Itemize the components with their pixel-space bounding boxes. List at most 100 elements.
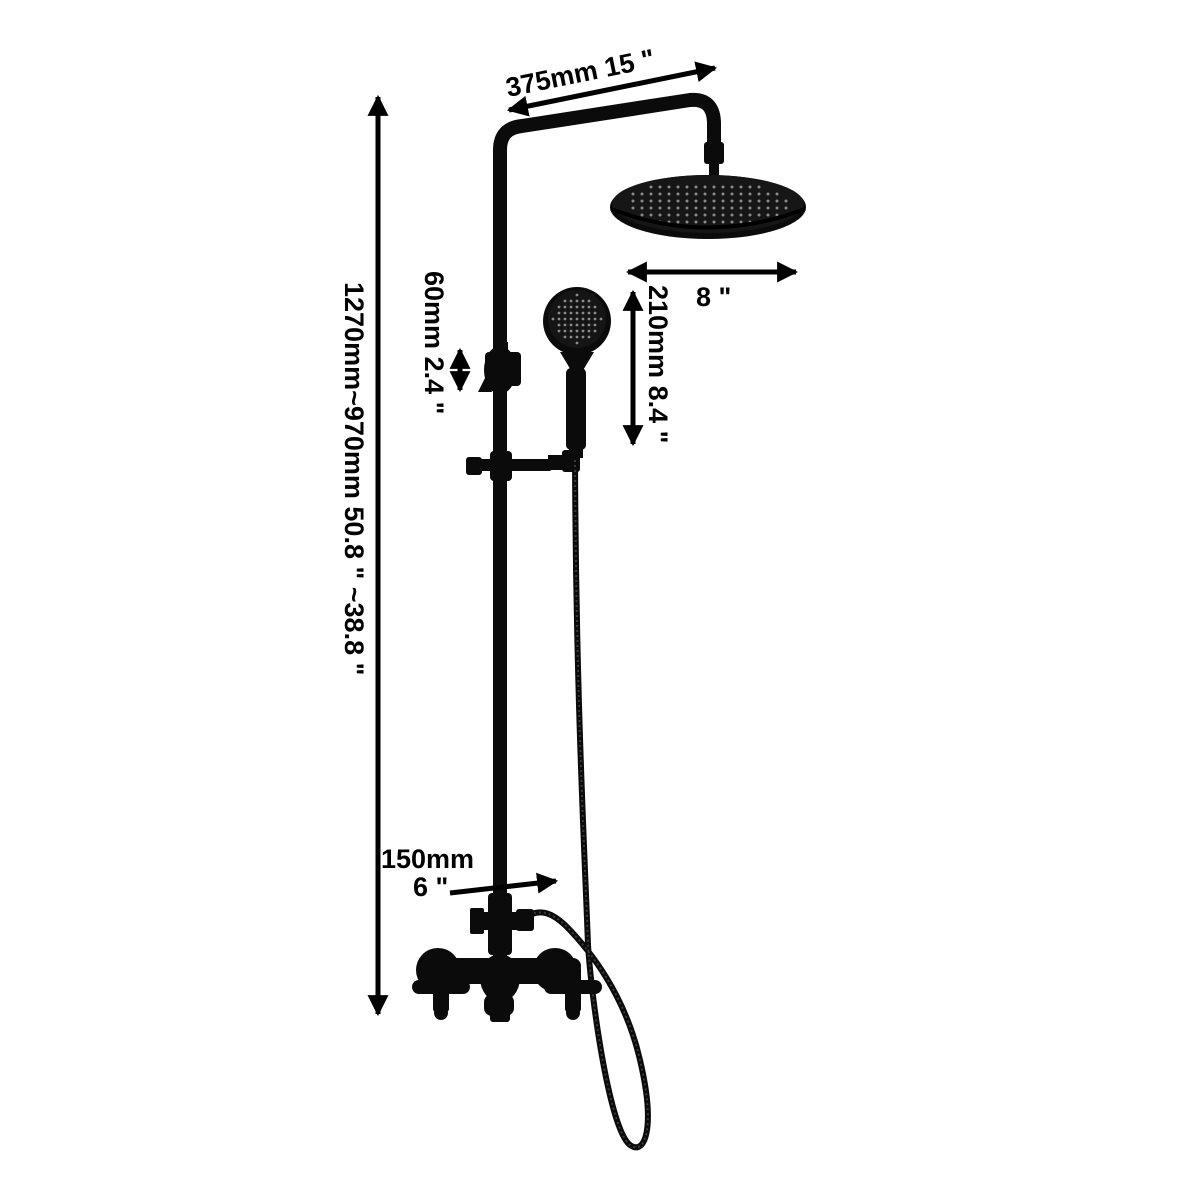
rain-head-nozzle [766,213,770,217]
rain-head-nozzle [658,206,662,210]
rain-head-nozzle [685,185,689,189]
hand-shower-length-label: 210mm 8.4 " [643,285,673,443]
hand-shower-nozzle [593,311,597,315]
right-cross-handle [544,958,602,1020]
rain-head-nozzle [757,206,761,210]
rain-head-nozzle [631,206,635,210]
rain-head-nozzle [739,199,743,203]
rain-head-nozzle [685,213,689,217]
hand-shower [543,287,611,458]
rain-head-nozzle [721,185,725,189]
rain-head-nozzle [658,213,662,217]
rain-head-nozzle [739,192,743,196]
rain-head-nozzle [667,185,671,189]
rain-head-nozzle [676,213,680,217]
hand-shower-nozzle [569,329,573,333]
hand-shower-nozzle [599,317,603,321]
hand-shower-nozzle [569,323,573,327]
rain-head-nozzle [739,206,743,210]
hand-shower-nozzle [575,299,579,303]
rain-head-nozzle [721,199,725,203]
rain-head-nozzle [739,213,743,217]
hand-shower-nozzle [593,323,597,327]
rain-head-nozzle [748,185,752,189]
rain-head-nozzle [730,206,734,210]
rain-head-nozzle [757,199,761,203]
rain-head-nozzle [649,199,653,203]
hand-shower-nozzle [557,329,561,333]
hand-shower-nozzle [563,305,567,309]
rain-shower-head [610,175,806,239]
rain-head-nozzle [712,220,716,224]
rain-head-nozzle [703,192,707,196]
rain-head-nozzle [676,206,680,210]
rain-head-nozzle [748,199,752,203]
hand-shower-nozzle [581,335,585,339]
hand-shower-nozzle [587,299,591,303]
rain-head-nozzle [694,220,698,224]
rain-head-nozzle [730,220,734,224]
hand-shower-nozzle [563,329,567,333]
hand-shower-nozzle [593,329,597,333]
hand-shower-nozzle [557,305,561,309]
rain-head-nozzle [766,192,770,196]
rain-head-nozzle [766,199,770,203]
rain-head-nozzle [712,206,716,210]
rain-head-nozzle [775,206,779,210]
rain-head-nozzle [676,185,680,189]
rain-head-nozzle [703,199,707,203]
hand-shower-nozzle [575,311,579,315]
rain-head-nozzle [658,192,662,196]
hand-shower-nozzle [593,317,597,321]
rain-head-nozzle [784,199,788,203]
rain-head-nozzle [640,213,644,217]
rain-head-nozzle [712,185,716,189]
rain-head-nozzle [748,192,752,196]
rain-head-nozzle [667,192,671,196]
arm-width-arrow [506,61,718,117]
hand-shower-nozzle [569,311,573,315]
rain-head-nozzle [631,199,635,203]
rain-head-nozzle [721,206,725,210]
rain-head-nozzle [739,220,743,224]
rain-head-nozzle [712,199,716,203]
wall-bracket [478,342,521,394]
rain-head-nozzle [694,185,698,189]
hand-shower-nozzle [557,317,561,321]
rain-head-nozzle [685,206,689,210]
diverter-valve [470,893,534,966]
head-diameter-label: 8 " [696,282,731,312]
hand-shower-nozzle [575,323,579,327]
hand-shower-holder [466,450,580,481]
rain-head-nozzle [757,185,761,189]
rain-head-nozzle [766,206,770,210]
rain-head-nozzle [667,206,671,210]
hand-shower-nozzle [575,341,579,345]
rain-head-nozzle [703,220,707,224]
rain-head-nozzle [775,192,779,196]
hand-shower-nozzle [587,329,591,333]
rain-head-nozzle [721,192,725,196]
rain-head-nozzle [748,206,752,210]
rain-head-nozzle [748,213,752,217]
rain-head-nozzle [721,220,725,224]
rain-head-nozzle [712,213,716,217]
rain-head-nozzle [676,220,680,224]
rain-head-nozzle [703,213,707,217]
hand-shower-nozzle [581,323,585,327]
hand-shower-nozzle [575,329,579,333]
rain-head-nozzle [631,192,635,196]
rain-head-nozzle [757,192,761,196]
rain-head-nozzle [712,192,716,196]
hand-shower-nozzle [575,293,579,297]
center-distance-mm-label: 150mm [381,844,474,874]
hand-shower-nozzle [581,305,585,309]
rain-head-nozzle [667,199,671,203]
shower-hose [530,459,651,1151]
rain-head-nozzle [649,206,653,210]
rain-head-nozzle [694,199,698,203]
hand-shower-nozzle [575,317,579,321]
dimension-arrows [367,61,799,1017]
